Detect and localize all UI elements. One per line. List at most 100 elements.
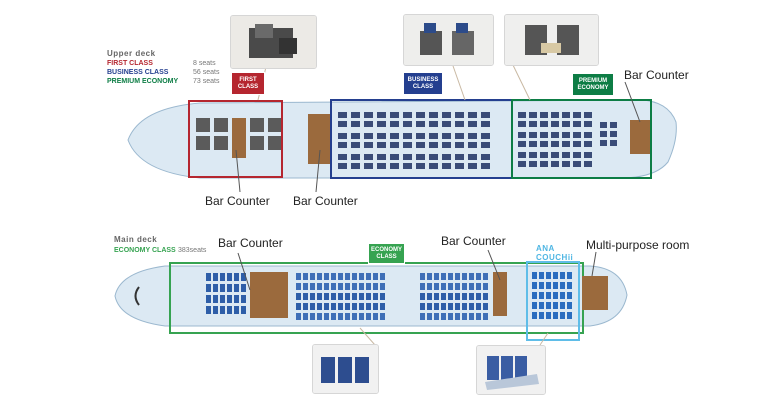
business-seat <box>429 142 438 148</box>
couch-seat <box>539 312 544 319</box>
premium-seat <box>518 152 526 158</box>
business-seat <box>351 154 360 160</box>
business-seat <box>364 133 373 139</box>
premium-seat <box>584 132 592 138</box>
business-seat <box>481 133 490 139</box>
economy-seat <box>448 303 453 310</box>
premium-seat <box>573 152 581 158</box>
leader-business-photo <box>451 62 466 101</box>
economy-seat <box>455 283 460 290</box>
economy-seat <box>476 273 481 280</box>
premium-seat <box>529 112 537 118</box>
premium-seat <box>584 112 592 118</box>
economy-seat <box>331 313 336 320</box>
business-seat <box>390 142 399 148</box>
economy-seat <box>359 283 364 290</box>
economy-seat <box>420 313 425 320</box>
first-class-suite <box>268 136 282 150</box>
business-seat <box>377 112 386 118</box>
economy-seat <box>213 273 218 281</box>
economy-seat <box>483 293 488 300</box>
economy-seat <box>462 283 467 290</box>
premium-seat <box>540 152 548 158</box>
economy-seat <box>345 303 350 310</box>
business-seat <box>351 163 360 169</box>
leader-couch-photo <box>539 332 549 346</box>
couch-seat <box>567 282 572 289</box>
premium-seat <box>551 152 559 158</box>
cockpit-mark <box>134 286 140 306</box>
couch-seat <box>532 302 537 309</box>
leader-bar-left <box>235 149 241 193</box>
premium-seat <box>600 122 607 128</box>
couch-seat <box>560 282 565 289</box>
premium-seat <box>518 132 526 138</box>
economy-seat <box>331 303 336 310</box>
couch-seat <box>539 302 544 309</box>
economy-seat <box>469 303 474 310</box>
main-deck-title: Main deck <box>114 235 158 244</box>
economy-seat <box>317 293 322 300</box>
business-seat <box>338 112 347 118</box>
economy-seat <box>359 273 364 280</box>
economy-seat <box>427 273 432 280</box>
economy-seat <box>352 283 357 290</box>
economy-seat <box>303 273 308 280</box>
main-bar-counter-3 <box>582 276 608 310</box>
economy-seat <box>206 295 211 303</box>
business-seat <box>468 163 477 169</box>
business-seat <box>403 112 412 118</box>
economy-seat <box>476 303 481 310</box>
couch-seat <box>539 272 544 279</box>
economy-seat <box>338 303 343 310</box>
premium-seat <box>551 112 559 118</box>
economy-seat <box>441 313 446 320</box>
business-seat <box>364 154 373 160</box>
couch-seat <box>546 302 551 309</box>
economy-seat <box>345 273 350 280</box>
economy-seat <box>434 283 439 290</box>
leader-economy-photo <box>359 327 376 346</box>
premium-seat <box>529 121 537 127</box>
economy-seat <box>234 295 239 303</box>
business-seat <box>416 154 425 160</box>
economy-seat <box>441 273 446 280</box>
economy-seat <box>213 306 218 314</box>
business-seat <box>455 163 464 169</box>
premium-seat <box>573 112 581 118</box>
business-seat <box>468 142 477 148</box>
leader-bar-right <box>624 81 641 123</box>
economy-seat <box>241 306 246 314</box>
economy-seat <box>469 293 474 300</box>
legend-business-seats: 56 seats <box>193 69 220 76</box>
economy-seat <box>345 293 350 300</box>
business-seat <box>338 121 347 127</box>
couch-seat <box>567 302 572 309</box>
premium-seat <box>600 131 607 137</box>
economy-seat <box>483 303 488 310</box>
economy-seat <box>234 284 239 292</box>
economy-seat <box>234 306 239 314</box>
economy-seat <box>206 284 211 292</box>
economy-seat <box>352 313 357 320</box>
economy-seat <box>324 303 329 310</box>
first-class-suite <box>250 118 264 132</box>
business-seat <box>403 154 412 160</box>
leader-bar-mid <box>315 149 321 193</box>
economy-seat <box>310 273 315 280</box>
business-seat <box>416 163 425 169</box>
economy-seat <box>310 313 315 320</box>
economy-seat <box>476 313 481 320</box>
upper-deck-seats <box>196 112 617 169</box>
business-seat <box>455 154 464 160</box>
economy-seat <box>366 303 371 310</box>
premium-seat <box>540 112 548 118</box>
economy-seat <box>476 293 481 300</box>
economy-seat <box>462 313 467 320</box>
premium-seat <box>562 152 570 158</box>
couch-seat <box>553 302 558 309</box>
couch-seat <box>532 292 537 299</box>
economy-seat <box>317 313 322 320</box>
premium-seat <box>573 161 581 167</box>
